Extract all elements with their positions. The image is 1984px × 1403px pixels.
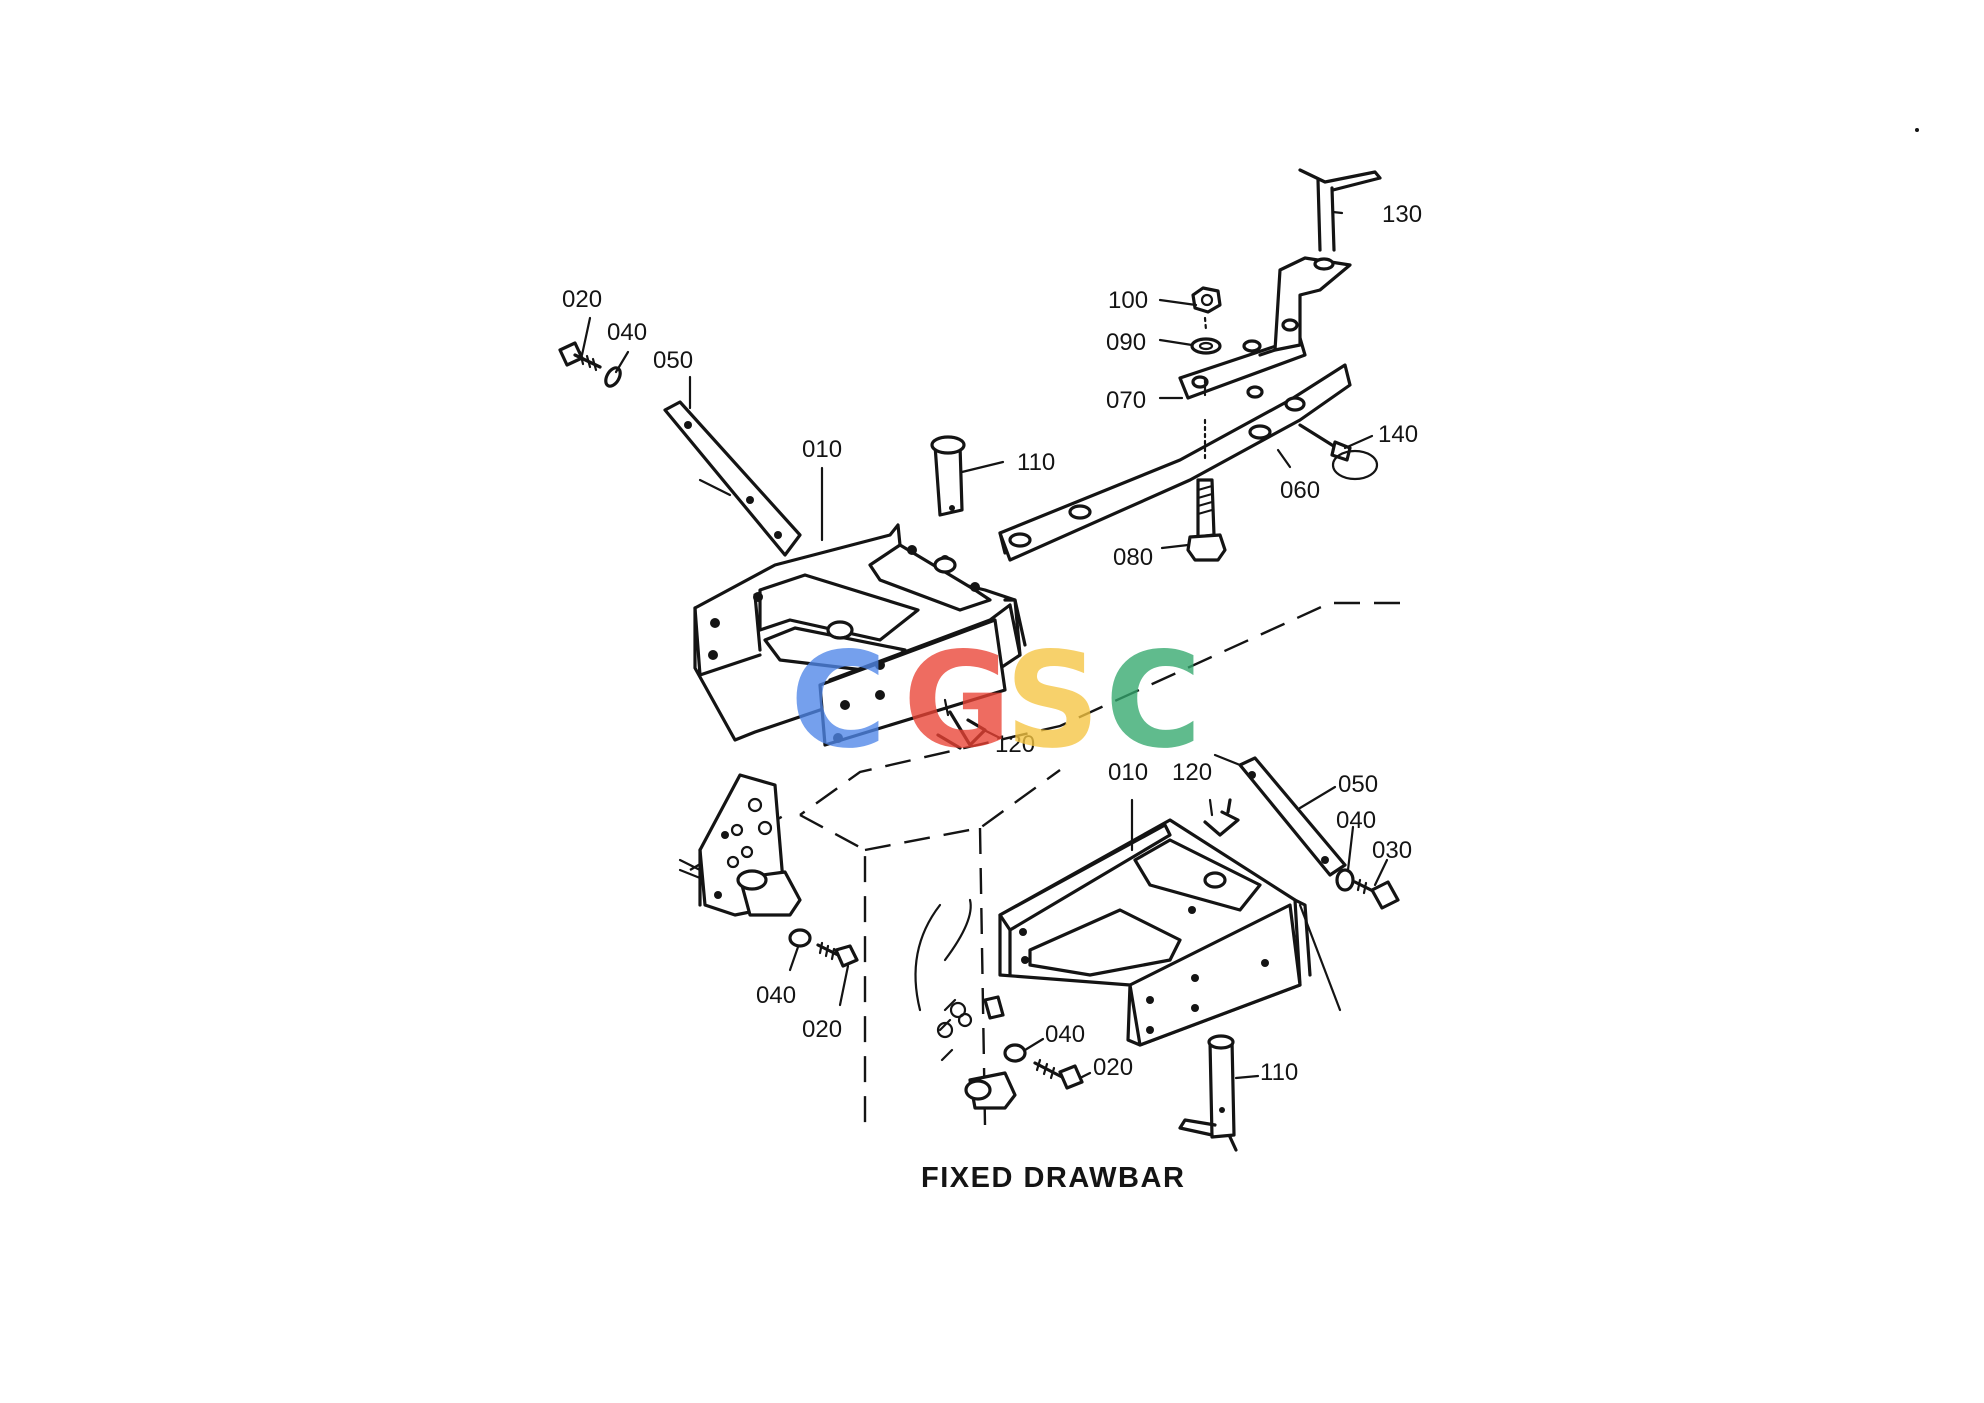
diagram-caption: FIXED DRAWBAR — [921, 1162, 1185, 1194]
bolt-upper-left — [558, 341, 622, 388]
watermark-logo: C G S C — [790, 624, 1202, 778]
stay-plate-upper — [663, 400, 802, 557]
callout-top-050: 050 — [653, 347, 693, 374]
callout-top-010: 010 — [802, 436, 842, 463]
lever — [1298, 168, 1382, 252]
callout-top-020: 020 — [562, 286, 602, 313]
watermark-letter-c1: C — [790, 624, 887, 778]
stay-plate-lower — [1213, 753, 1347, 877]
callout-left-020: 020 — [802, 1016, 842, 1043]
callout-right-030: 030 — [1372, 837, 1412, 864]
callout-left-040: 040 — [756, 982, 796, 1009]
leader-lines — [580, 210, 1389, 1080]
callout-low-110: 110 — [1260, 1059, 1298, 1086]
snap-pin-middle — [936, 698, 987, 750]
watermark-letter-g: G — [903, 624, 1011, 778]
clamp-plate — [1178, 256, 1352, 400]
watermark-letter-s: S — [1005, 624, 1100, 778]
upper-drawbar-bracket — [693, 523, 1027, 747]
callout-right-010: 010 — [1108, 759, 1148, 786]
callout-low-020: 020 — [1093, 1054, 1133, 1081]
callout-labels: 020 040 050 010 110 100 090 070 130 140 … — [562, 201, 1422, 1086]
bolt-lower-left — [788, 928, 859, 968]
callout-right-120: 120 — [1172, 759, 1212, 786]
lower-left-plate — [678, 773, 802, 917]
callout-right-050: 050 — [1338, 771, 1378, 798]
callout-top-090: 090 — [1106, 329, 1146, 356]
pin-lower — [1178, 1034, 1238, 1152]
bolt-lower-middle — [1003, 1043, 1084, 1090]
callout-top-080: 080 — [1113, 544, 1153, 571]
callout-top-040: 040 — [607, 319, 647, 346]
lower-right-bracket — [998, 818, 1342, 1047]
hub-plate-lower — [936, 995, 1017, 1110]
callout-top-070: 070 — [1106, 387, 1146, 414]
callout-top-140: 140 — [1378, 421, 1418, 448]
callout-top-110: 110 — [1017, 449, 1055, 476]
bolt-080 — [1186, 478, 1227, 562]
pin-140 — [1298, 423, 1379, 481]
snap-pin-lower — [1203, 798, 1240, 837]
callout-low-040: 040 — [1045, 1021, 1085, 1048]
stray-dot — [1915, 128, 1919, 132]
callout-top-060: 060 — [1280, 477, 1320, 504]
drawbar — [998, 363, 1352, 562]
callout-top-100: 100 — [1108, 287, 1148, 314]
callout-right-040: 040 — [1336, 807, 1376, 834]
watermark-letter-c2: C — [1105, 624, 1202, 778]
callout-top-130: 130 — [1382, 201, 1422, 228]
callout-mid-120: 120 — [995, 731, 1035, 758]
pin-upper — [930, 435, 966, 517]
nut-and-washer — [1190, 286, 1222, 462]
bolt-lower-right — [1335, 868, 1400, 910]
